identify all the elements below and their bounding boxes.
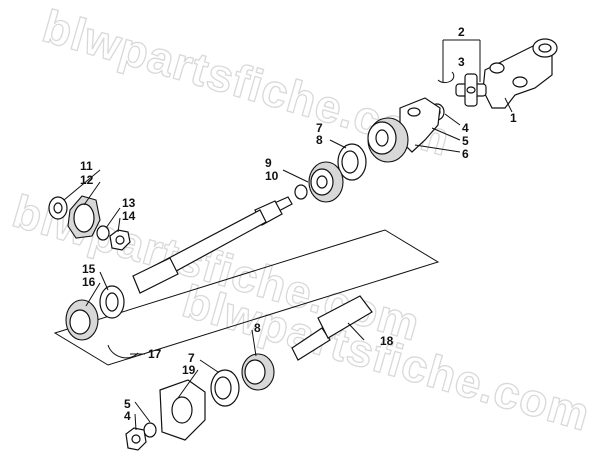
callout-4-upper: 4	[462, 121, 469, 135]
callout-7-upper: 7	[316, 121, 323, 135]
part-4-washer-lower[interactable]	[143, 422, 157, 438]
callout-8-lower: 8	[254, 321, 261, 335]
part-19-hub[interactable]	[159, 379, 206, 441]
part-8-bearing-lower[interactable]	[241, 353, 275, 391]
part-9-shaft[interactable]	[132, 196, 293, 294]
callout-16: 16	[82, 275, 96, 289]
callout-17: 17	[148, 347, 162, 361]
part-10-washer[interactable]	[294, 184, 308, 200]
callout-12: 12	[80, 173, 94, 187]
part-3-snap-ring[interactable]	[437, 71, 455, 84]
part-7-seal-lower[interactable]	[210, 369, 240, 407]
callout-8-upper: 8	[316, 133, 323, 147]
part-5-flange[interactable]	[367, 117, 409, 163]
callout-1: 1	[510, 111, 517, 125]
callout-2: 2	[458, 25, 465, 39]
part-13-washer[interactable]	[96, 225, 110, 241]
part-12-pinion-gear[interactable]	[67, 195, 101, 239]
part-15-ring-gear[interactable]	[65, 299, 99, 341]
callout-15: 15	[82, 262, 96, 276]
callout-6: 6	[462, 147, 469, 161]
callout-5-lower: 5	[124, 397, 131, 411]
part-17-clip[interactable]	[107, 344, 139, 359]
callout-14: 14	[122, 209, 136, 223]
callout-7-lower: 7	[188, 351, 195, 365]
leader-lines	[63, 39, 513, 431]
callout-19: 19	[182, 363, 196, 377]
callout-18: 18	[380, 334, 394, 348]
part-1-yoke[interactable]	[482, 38, 558, 109]
callout-9: 9	[265, 156, 272, 170]
callout-11: 11	[80, 159, 93, 173]
part-18-output-shaft[interactable]	[291, 295, 373, 361]
callout-3: 3	[458, 55, 465, 69]
part-11-shim[interactable]	[48, 196, 68, 220]
callout-labels: 1 2 3 4 5 6 7 8 9 10 11 12 13 14 15 16 1…	[80, 25, 517, 423]
callout-5-upper: 5	[462, 134, 469, 148]
part-16-bearing[interactable]	[99, 285, 125, 319]
callout-13: 13	[122, 196, 136, 210]
callout-4-lower: 4	[124, 409, 131, 423]
part-2-cross-kit[interactable]	[455, 73, 487, 107]
part-5-nut-lower[interactable]	[125, 427, 147, 451]
group-boundary-box	[53, 229, 440, 366]
part-7-seal-upper[interactable]	[337, 143, 367, 181]
callout-10: 10	[265, 169, 279, 183]
part-8-bearing-upper[interactable]	[308, 161, 344, 203]
